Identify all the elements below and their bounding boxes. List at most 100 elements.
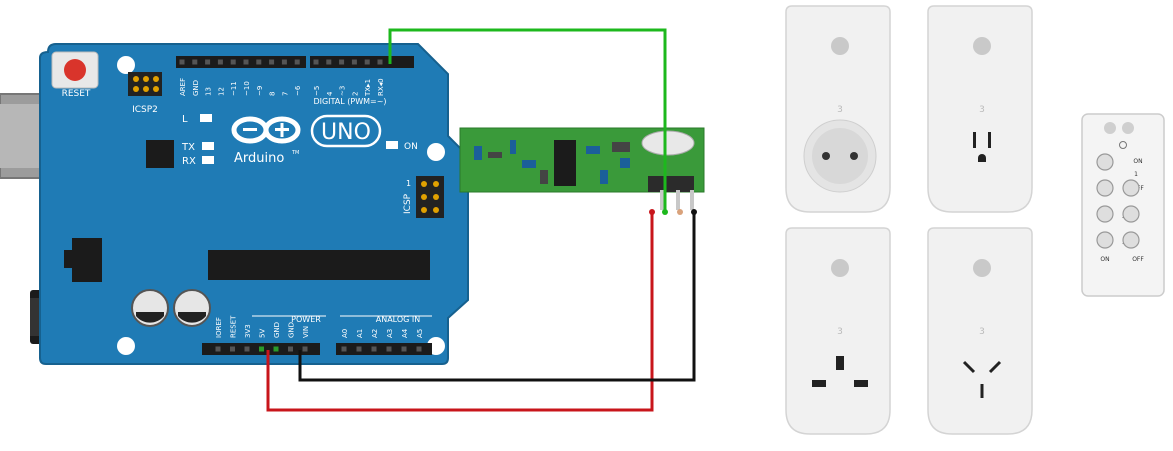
au-slot	[988, 360, 1002, 374]
digital-pin	[364, 59, 370, 65]
socket-number: 3	[979, 327, 985, 337]
brand-label: Arduino	[234, 151, 284, 166]
digital-pin	[294, 59, 300, 65]
pin-hole	[850, 152, 858, 160]
reset-button[interactable]	[51, 51, 99, 89]
remote-control: ON1OFF23ONOFF	[1081, 113, 1165, 297]
socket-indicator-icon	[973, 259, 991, 277]
analog-pin	[401, 346, 407, 352]
board-pcb	[39, 43, 469, 365]
power-pin	[273, 346, 279, 352]
digital-pin-label: RX◂0	[377, 78, 385, 96]
voltage-regulator	[64, 238, 102, 282]
uk-slot	[812, 380, 826, 387]
power-pin	[288, 346, 293, 352]
digital-pin	[269, 59, 275, 65]
power-pin	[215, 346, 221, 352]
digital-pin	[377, 59, 383, 65]
icsp-label: ICSP	[403, 193, 413, 214]
power-pin-label: GND	[288, 322, 296, 338]
socket-indicator-icon	[973, 37, 991, 55]
us-slot	[988, 132, 991, 148]
icsp2-header	[128, 72, 162, 96]
power-wire-5v	[266, 212, 654, 412]
power-pin	[302, 346, 308, 352]
uk-earth-slot	[836, 356, 844, 370]
reset-label: RESET	[62, 89, 91, 99]
power-pin	[230, 346, 235, 352]
analog-pin	[386, 346, 392, 352]
rx-led	[202, 156, 214, 164]
analog-pin	[371, 346, 377, 352]
power-pin	[259, 346, 264, 352]
socket-number: 3	[837, 105, 843, 115]
digital-pin-label: 4	[326, 91, 334, 96]
power-pin-label: IOREF	[215, 317, 223, 338]
digital-pin	[230, 59, 236, 65]
signal-wire	[388, 28, 667, 212]
socket-indicator-icon	[831, 37, 849, 55]
remote-button[interactable]	[1096, 179, 1114, 197]
capacitor	[173, 289, 211, 327]
mount-hole	[117, 56, 135, 74]
digital-pin	[281, 59, 287, 65]
remote-button[interactable]	[1122, 231, 1140, 249]
rf-crystal	[641, 130, 695, 156]
socket-number: 3	[979, 105, 985, 115]
digital-pin-label: 8	[269, 92, 277, 96]
digital-pin	[217, 59, 223, 65]
analog-pin	[416, 346, 422, 352]
l-led	[200, 114, 212, 122]
digital-pin-label: ~3	[339, 86, 347, 96]
power-pin-label: VIN	[302, 326, 310, 338]
tx-label: TX	[181, 142, 195, 153]
digital-pin-label: 13	[205, 87, 213, 96]
digital-pin-label: 2	[351, 92, 359, 96]
digital-pin-label: TX▸1	[364, 79, 372, 97]
analog-pin-label: A1	[356, 329, 364, 338]
digital-pin-label: GND	[192, 80, 200, 96]
ground-wire	[298, 212, 696, 382]
power-pin	[244, 346, 250, 352]
digital-pin-label: 7	[281, 92, 289, 96]
usb-chip	[146, 140, 174, 168]
digital-pin-label: ~9	[256, 86, 264, 96]
analog-pin-label: A3	[386, 329, 394, 338]
wires	[266, 28, 697, 412]
digital-pin-label: AREF	[179, 78, 187, 96]
mount-hole	[117, 337, 135, 355]
l-led-label: L	[182, 114, 188, 125]
au-slot	[962, 360, 976, 374]
socket-number: 3	[837, 327, 843, 337]
remote-on-label: ON	[1100, 256, 1109, 263]
digital-pin	[256, 59, 262, 65]
digital-label: DIGITAL (PWM=~)	[313, 97, 386, 106]
uk-slot	[854, 380, 868, 387]
digital-pin-label: ~5	[313, 86, 321, 96]
remote-button[interactable]	[1122, 179, 1140, 197]
digital-pin	[205, 59, 211, 65]
remote-button[interactable]	[1122, 205, 1140, 223]
on-label: ON	[404, 142, 418, 152]
rf-receiver-module	[459, 127, 705, 210]
remote-off-label: OFF	[1132, 256, 1144, 263]
remote-button[interactable]	[1096, 231, 1114, 249]
power-pin-label: 5V	[259, 329, 267, 338]
rx-label: RX	[182, 156, 196, 167]
icsp-pin1-label: 1	[406, 179, 411, 188]
tx-led	[202, 142, 214, 150]
analog-pin-label: A5	[416, 329, 424, 338]
power-icon	[1119, 141, 1127, 149]
remote-button[interactable]	[1096, 153, 1114, 171]
remote-channel-label: 1	[1134, 171, 1138, 178]
pin-hole	[822, 152, 830, 160]
analog-pin-label: A4	[401, 328, 409, 338]
digital-pin-label: ~11	[230, 81, 238, 96]
digital-pin	[313, 59, 319, 65]
power-pin-label: RESET	[230, 315, 238, 338]
remote-button[interactable]	[1096, 205, 1114, 223]
